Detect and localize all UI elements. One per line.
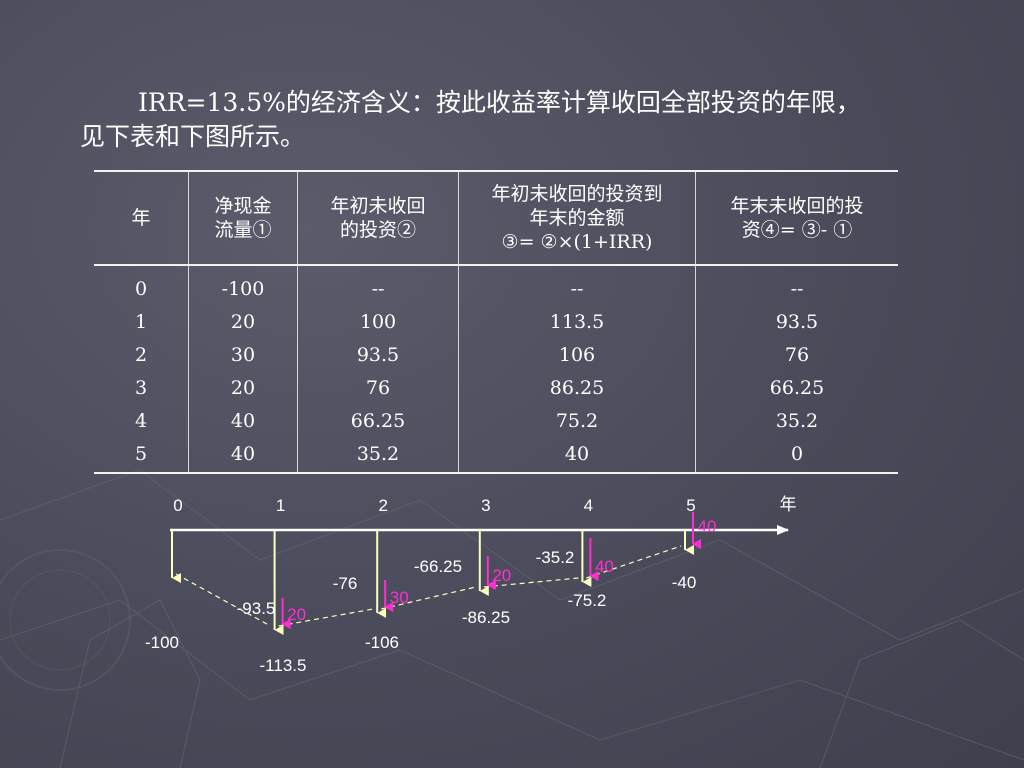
- table-cell: 66.25: [297, 404, 459, 437]
- table-cell: 0: [695, 437, 898, 474]
- table-cell: 40: [458, 437, 696, 474]
- table-cell: 93.5: [297, 338, 459, 371]
- table-row: 1 20 100 113.5 93.5: [94, 305, 898, 338]
- table-cell: --: [458, 265, 696, 305]
- table-row: 4 40 66.25 75.2 35.2: [94, 404, 898, 437]
- outflow-label: -75.2: [568, 591, 607, 610]
- year-label: 4: [584, 496, 593, 515]
- accumulation-connector: [483, 577, 579, 588]
- table-cell: 35.2: [297, 437, 459, 474]
- table-cell: 76: [297, 371, 459, 404]
- intro-text: IRR=13.5%的经济含义：按此收益率计算收回全部投资的年限， 见下表和下图所…: [80, 86, 940, 154]
- year-label: 0: [173, 496, 182, 515]
- inflow-label: 40: [698, 517, 717, 536]
- outflow-label: -106: [365, 633, 399, 652]
- table-row: 5 40 35.2 40 0: [94, 437, 898, 474]
- year-label: 2: [378, 496, 387, 515]
- accumulation-connector: [586, 545, 682, 579]
- table-cell: --: [695, 265, 898, 305]
- axis-unit-label: 年: [780, 495, 797, 514]
- table-cell: 93.5: [695, 305, 898, 338]
- remaining-label: -66.25: [414, 557, 462, 576]
- table-cell: 5: [94, 437, 189, 474]
- table-cell: 113.5: [458, 305, 696, 338]
- remaining-label: -76: [333, 574, 358, 593]
- outflow-label: -100: [145, 633, 179, 652]
- accumulation-connector: [278, 608, 374, 627]
- year-label: 1: [276, 496, 285, 515]
- inflow-label: 30: [390, 588, 409, 607]
- table-cell: 20: [188, 371, 298, 404]
- table-cell: 2: [134, 343, 148, 366]
- year-label: 5: [686, 496, 695, 515]
- inflow-label: 40: [595, 557, 614, 576]
- remaining-label: -93.5: [237, 599, 276, 618]
- header-ending-unrecovered: 年末未收回的投资④= ③- ①: [695, 170, 898, 266]
- table-cell: 40: [188, 437, 298, 474]
- table-cell: 66.25: [695, 371, 898, 404]
- header-year: 年: [94, 170, 189, 266]
- table-row: 0 -100 -- -- --: [94, 265, 898, 305]
- table-cell: 75.2: [458, 404, 696, 437]
- intro-line-2: 见下表和下图所示。: [80, 122, 306, 151]
- table-cell: 20: [188, 305, 298, 338]
- table-cell: --: [297, 265, 459, 305]
- table-row: 2 30 93.5 106 76: [94, 338, 898, 371]
- table-cell: 86.25: [458, 371, 696, 404]
- header-beginning-unrecovered: 年初未收回的投资②: [297, 170, 459, 266]
- table-cell: 0: [134, 277, 148, 300]
- cash-flow-diagram: 年 0 1 2 3 4 5 20 30 20 40 40 -100 -113.5 -106 -86.25 -75…: [145, 495, 797, 675]
- intro-line-1: IRR=13.5%的经济含义：按此收益率计算收回全部投资的年限，: [138, 88, 861, 117]
- header-net-cash-flow: 净现金流量①: [188, 170, 298, 266]
- outflow-label: -86.25: [462, 608, 510, 627]
- table-cell: 106: [458, 338, 696, 371]
- table-cell: 30: [188, 338, 298, 371]
- table-cell: 1: [134, 310, 148, 333]
- table-cell: 40: [188, 404, 298, 437]
- accumulation-connector: [381, 586, 476, 610]
- table-cell: 100: [297, 305, 459, 338]
- inflow-label: 20: [492, 566, 511, 585]
- inflow-label: 20: [287, 605, 306, 624]
- table-cell: 76: [695, 338, 898, 371]
- table-cell: -100: [188, 265, 298, 305]
- outflow-label: -113.5: [260, 656, 307, 675]
- table-cell: 3: [134, 376, 148, 399]
- table-cell: 4: [134, 409, 148, 432]
- year-label: 3: [481, 496, 490, 515]
- table-row: 3 20 76 86.25 66.25: [94, 371, 898, 404]
- remaining-label: -35.2: [536, 548, 575, 567]
- table-cell: 35.2: [695, 404, 898, 437]
- outflow-label: -40: [672, 573, 697, 592]
